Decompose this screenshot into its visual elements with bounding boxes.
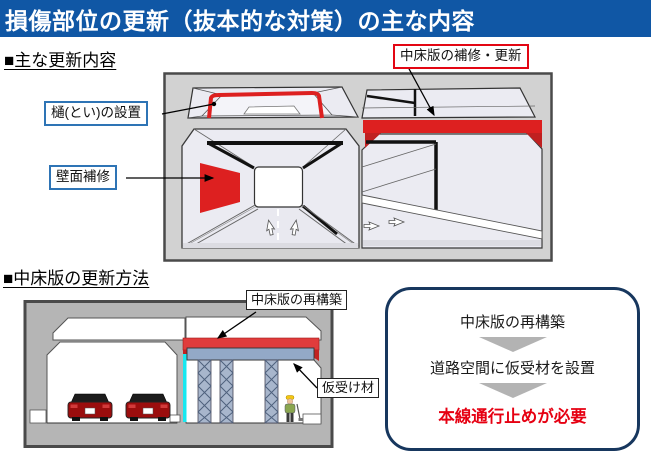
label-gutter: 樋(とい)の設置	[44, 101, 148, 126]
car-icon	[67, 393, 113, 421]
right-slab-view	[361, 87, 543, 249]
right-guardrail	[361, 194, 543, 240]
flow-warning: 本線通行止めが必要	[438, 408, 587, 426]
down-chevron-arrow-icon	[478, 383, 547, 398]
middle-slab-highlight	[363, 120, 542, 133]
shoring-columns	[197, 359, 279, 424]
method-flow-box: 中床版の再構築 道路空間に仮受材を設置 本線通行止めが必要	[385, 287, 640, 451]
temp-support-beam	[186, 347, 315, 361]
gutter-highlight	[207, 90, 324, 119]
down-chevron-arrow-icon	[478, 337, 547, 352]
left-duct-view	[187, 86, 359, 119]
label-wall: 壁面補修	[49, 165, 117, 190]
work-chamber	[182, 337, 322, 425]
traffic-chamber	[29, 341, 181, 424]
label-rebuild: 中床版の再構築	[246, 290, 348, 311]
car-icon	[125, 393, 171, 421]
heading-slab-method: ■中床版の更新方法	[3, 269, 150, 288]
lane-arrows	[266, 219, 300, 236]
worker-icon	[284, 395, 303, 422]
page-title: 損傷部位の更新（抜本的な対策）の主な内容	[5, 7, 475, 34]
cyan-safety-strip	[183, 354, 187, 422]
right-lane-arrows	[363, 217, 406, 231]
tunnel-cross-section-diagram	[23, 300, 334, 448]
tunnel-perspective-diagram	[163, 72, 553, 262]
flow-step-1: 中床版の再構築	[459, 314, 565, 331]
label-temp-support: 仮受け材	[317, 378, 380, 399]
title-bar: 損傷部位の更新（抜本的な対策）の主な内容	[0, 0, 651, 37]
label-slab-repair: 中床版の補修・更新	[393, 44, 529, 69]
left-road-view	[180, 128, 360, 249]
heading-main-updates: ■主な更新内容	[4, 51, 117, 70]
left-guardrails	[182, 204, 359, 249]
flow-step-2: 道路空間に仮受材を設置	[429, 360, 595, 377]
